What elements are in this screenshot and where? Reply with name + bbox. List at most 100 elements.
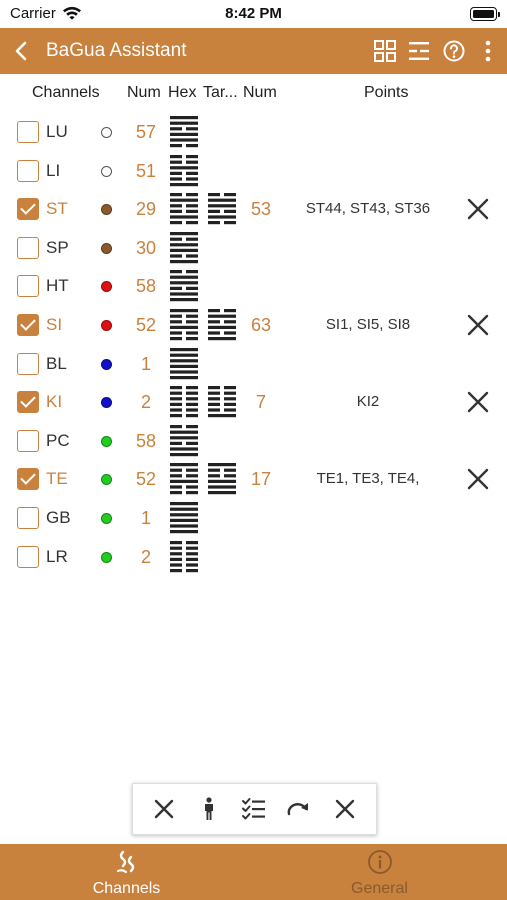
list-view-icon[interactable] [406,38,432,64]
yang-line [208,491,236,495]
channel-checkbox[interactable] [17,198,39,221]
remove-icon[interactable] [466,390,490,414]
redo-icon[interactable] [286,796,312,822]
channel-checkbox[interactable] [17,236,39,259]
yin-line [170,408,182,412]
yin-line [186,408,198,412]
tab-channels[interactable]: Channels [0,844,253,900]
yang-line [208,485,236,489]
hexagram-cell [169,346,199,387]
remove-icon[interactable] [466,313,490,337]
person-icon[interactable] [196,796,222,822]
yang-line [170,518,198,522]
target-number: 7 [255,392,266,413]
tab-general[interactable]: General [253,844,506,900]
channel-checkbox[interactable] [17,545,39,568]
element-dot [101,127,112,138]
yin-line [208,474,220,478]
yin-line [186,540,198,544]
yang-line [170,353,198,357]
yin-line [186,557,198,561]
channel-checkbox[interactable] [17,159,39,182]
yin-line [224,331,236,335]
yin-line [224,320,236,324]
hexagram-icon [170,463,198,495]
hexagram-icon [170,424,198,456]
yang-line [170,198,198,202]
wifi-icon [63,6,81,20]
target-hexagram-icon [208,309,236,341]
yang-line [170,369,198,374]
yin-line [186,474,198,478]
help-icon[interactable] [441,38,467,64]
yin-line [186,204,198,208]
yin-line [186,414,198,418]
channel-checkbox[interactable] [17,352,39,375]
yin-line [186,193,198,197]
yin-line [170,551,182,555]
points-list: TE1, TE3, TE4, [316,470,420,488]
yang-line [170,452,198,456]
channel-checkbox[interactable] [17,468,39,491]
close-icon[interactable] [151,796,177,822]
yang-line [170,138,198,142]
channel-name: LR [46,546,68,566]
hexagram-icon [170,386,198,418]
yin-line [170,424,182,428]
yang-line [170,463,198,467]
target-hexagram-cell [207,384,237,425]
yin-line [170,237,182,241]
close-icon[interactable] [332,796,358,822]
target-hexagram-icon [208,386,236,418]
hexagram-number: 51 [135,160,157,181]
yin-line [224,209,236,214]
element-dot [101,551,112,563]
channel-checkbox[interactable] [17,275,39,298]
yin-line [170,331,182,335]
channel-checkbox[interactable] [17,121,39,143]
yin-line [170,540,182,544]
grid-view-icon[interactable] [372,38,398,64]
back-chevron-icon[interactable] [10,37,34,65]
yin-line [170,144,182,148]
remove-icon[interactable] [466,197,490,221]
tab-channels-label: Channels [92,880,161,897]
yin-line [208,408,220,412]
element-dot [101,281,112,293]
more-vert-icon[interactable] [475,38,501,64]
channel-name: SP [46,237,69,257]
yin-line [186,562,198,567]
yin-line [186,551,198,555]
channel-checkbox[interactable] [17,429,39,452]
hexagram-number: 52 [135,469,157,490]
yang-line [170,347,198,351]
yang-line [170,309,198,313]
yin-line [186,397,198,401]
yin-line [170,474,182,478]
points-list: KI2 [356,393,380,411]
yin-line [186,314,198,318]
checklist-icon[interactable] [241,796,267,822]
yin-line [186,468,198,473]
element-dot [101,358,112,370]
yin-line [170,397,182,401]
channel-checkbox[interactable] [17,507,39,529]
yin-line [224,408,236,412]
channel-checkbox[interactable] [17,391,39,414]
yin-line [186,144,198,148]
yang-line [170,248,198,252]
remove-icon[interactable] [466,467,490,491]
yin-line [170,160,182,164]
yin-line [208,331,220,335]
channel-name: PC [46,430,70,450]
channel-name: GB [46,508,71,527]
channel-name: LI [46,160,61,180]
yin-line [170,546,182,550]
yin-line [170,468,182,473]
channel-checkbox[interactable] [17,314,39,336]
yang-line [208,480,236,484]
yin-line [186,221,198,225]
yin-line [186,154,198,158]
